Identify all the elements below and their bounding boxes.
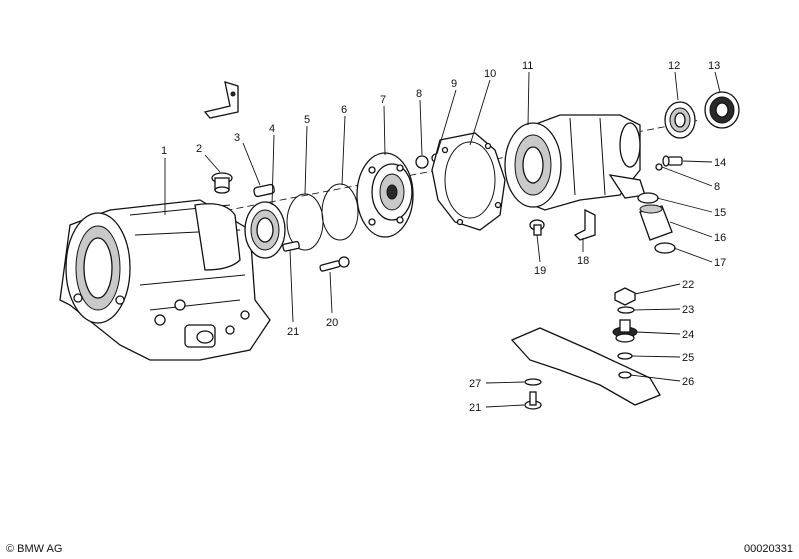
callout-11: 11 [522,60,533,72]
part-10-gasket [431,132,506,231]
part-14-screw [662,155,683,167]
part-8-seal-ring [415,155,429,169]
callout-18: 18 [577,255,589,267]
callout-2: 2 [196,143,202,155]
part-20-bolt [319,256,350,272]
callout-6: 6 [341,104,347,116]
part-5-circlip [286,193,324,251]
callout-23: 23 [682,304,694,316]
part-4-bearing [244,201,286,259]
callout-21-lower: 21 [469,402,481,414]
callout-1: 1 [161,145,167,157]
callout-27: 27 [469,378,481,390]
callout-24: 24 [682,329,694,341]
callout-3: 3 [234,132,240,144]
part-2-plug [211,172,233,194]
callout-16: 16 [714,232,726,244]
part-24-rubber-mount [612,319,638,343]
part-23-washer [617,306,635,314]
callout-9: 9 [451,78,457,90]
callout-8-right: 8 [714,181,720,193]
callout-25: 25 [682,352,694,364]
part-12-bearing [664,101,696,139]
transmission-housing [59,199,271,361]
callout-21-upper: 21 [287,326,299,338]
part-17-o-ring [654,242,676,254]
callout-17: 17 [714,257,726,269]
callout-labels: 1 2 3 4 5 6 7 8 9 10 11 12 13 14 8 15 16… [161,60,726,414]
part-16-speedo-sleeve [639,204,673,241]
leader-lines [164,71,721,408]
callout-22: 22 [682,279,694,291]
callout-20: 20 [326,317,338,329]
callout-5: 5 [304,114,310,126]
document-number: 00020331 [744,543,793,555]
part-21-pin [282,240,300,252]
callout-4: 4 [269,123,275,135]
part-3-pin [253,183,275,198]
callout-26: 26 [682,376,694,388]
callout-15: 15 [714,207,726,219]
callout-8-top: 8 [416,88,422,100]
part-13-shaft-seal [704,91,740,129]
mounting-bracket-top [203,81,239,119]
callout-19: 19 [534,265,546,277]
part-26-crossmember [510,327,661,406]
part-11-extension-housing [504,114,646,211]
part-27-washer [524,378,542,386]
part-19-bolt [529,219,545,236]
part-22-nut [614,287,636,306]
part-18-bracket [573,208,596,241]
callout-7: 7 [380,94,386,106]
part-25-washer [617,352,633,360]
callout-13: 13 [708,60,720,72]
part-6-circlip [321,183,359,241]
part-21-bolt-lower [524,391,542,410]
callout-14: 14 [714,157,726,169]
callout-12: 12 [668,60,680,72]
part-8-seal-ring-right [655,163,663,171]
copyright-notice: © BMW AG [6,543,63,555]
callout-10: 10 [484,68,496,80]
part-7-output-flange [356,152,414,238]
part-15-o-ring [637,192,659,204]
